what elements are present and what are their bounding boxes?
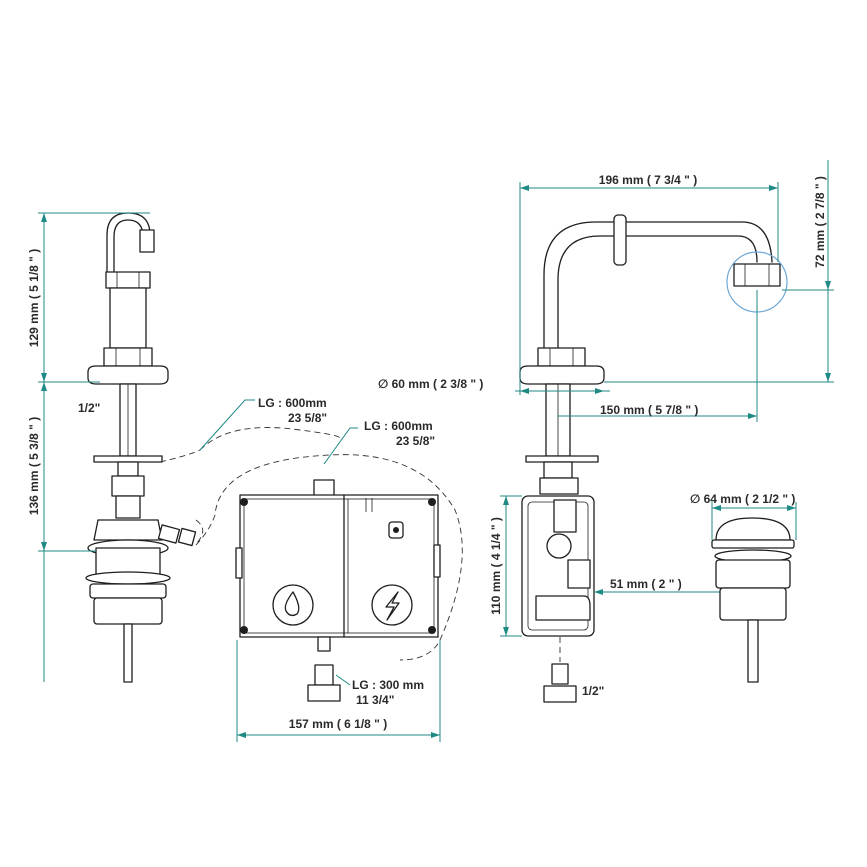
dim-box-width-label: 157 mm ( 6 1/8 " ) <box>289 717 387 731</box>
dim-base-dia-label: ∅ 60 mm ( 2 3/8 " ) <box>378 377 483 391</box>
dim-spout-width-label: 196 mm ( 7 3/4 " ) <box>599 173 697 187</box>
dim-drain-dia-label: ∅ 64 mm ( 2 1/2 " ) <box>690 492 795 506</box>
dim-reach-label: 150 mm ( 5 7/8 " ) <box>600 403 698 417</box>
center-dimensions: LG : 600mm 23 5/8" LG : 600mm 23 5/8" LG… <box>199 396 441 742</box>
lg3-label-b: 11 3/4" <box>356 693 394 707</box>
lock-icon <box>388 521 404 539</box>
lg2-label-b: 23 5/8" <box>396 434 435 448</box>
lg3-label-a: LG : 300 mm <box>352 678 424 692</box>
lg1-label-b: 23 5/8" <box>288 411 327 425</box>
dim-valve-depth-label: 51 mm ( 2 " ) <box>610 577 682 591</box>
water-drop-icon <box>272 584 314 626</box>
control-box <box>195 427 463 702</box>
drain-pop-up <box>711 517 795 683</box>
dim-spout-height-label: 72 mm ( 2 7/8 " ) <box>813 176 827 268</box>
thread-right-label: 1/2" <box>582 684 604 698</box>
dim-left-top-label: 129 mm ( 5 1/8 " ) <box>27 249 41 347</box>
lightning-bolt-icon <box>371 584 413 626</box>
dim-valve-height-label: 110 mm ( 4 1/4 " ) <box>489 517 503 615</box>
left-dimensions: 129 mm ( 5 1/8 " ) 136 mm ( 5 3/8 " ) 1/… <box>27 212 150 682</box>
thread-left-label: 1/2" <box>78 401 100 415</box>
lg2-label-a: LG : 600mm <box>364 419 433 433</box>
faucet-front-view <box>519 214 788 703</box>
lg1-label-a: LG : 600mm <box>258 396 327 410</box>
dim-left-bottom-label: 136 mm ( 5 3/8 " ) <box>27 417 41 515</box>
right-dimensions: 196 mm ( 7 3/4 " ) 72 mm ( 2 7/8 " ) ∅ 6… <box>378 160 834 698</box>
faucet-side-view <box>85 212 204 683</box>
drain-dimensions: ∅ 64 mm ( 2 1/2 " ) <box>690 492 797 540</box>
